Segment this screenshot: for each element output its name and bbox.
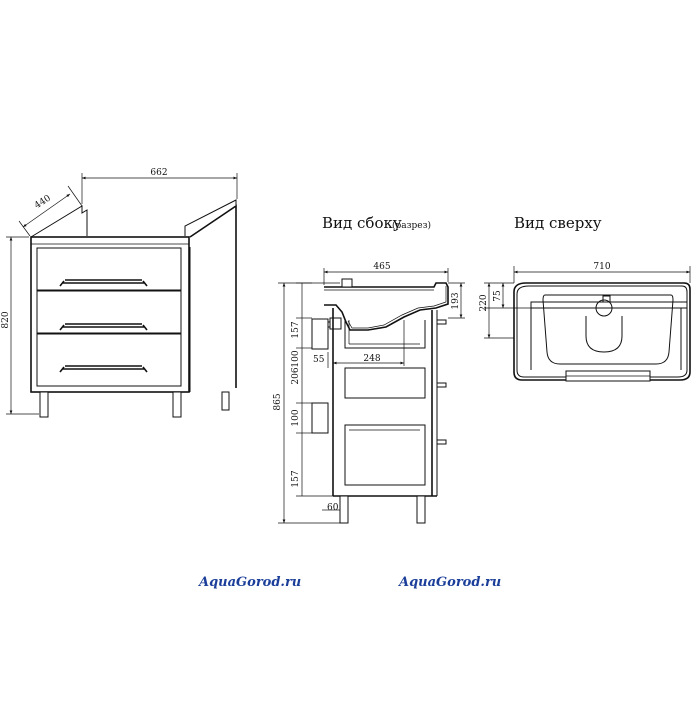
dim-side-drawer-top: 157 xyxy=(291,321,301,338)
dim-side-pipe-upper: 100 xyxy=(291,350,301,367)
dim-front-depth: 440 xyxy=(33,193,53,211)
dim-side-drawer-bottom: 157 xyxy=(291,470,301,487)
side-view: Вид сбоку (разрез) xyxy=(273,214,465,524)
dim-side-top: 193 xyxy=(451,292,461,309)
drawer-top xyxy=(36,247,182,291)
cabinet-legs xyxy=(39,391,230,418)
countertop-outline xyxy=(513,282,691,381)
front-view: 662 440 820 xyxy=(1,168,238,418)
dim-side-inner-depth: 248 xyxy=(363,354,380,364)
dim-top-depth: 220 xyxy=(479,294,489,311)
dim-side-drawer-mid: 206 xyxy=(291,367,301,384)
dim-side-pipe-offset: 55 xyxy=(313,355,325,365)
dim-front-width: 662 xyxy=(150,168,167,178)
side-drawer-middle xyxy=(344,367,426,399)
dim-side-leg-offset: 60 xyxy=(327,503,339,513)
basin-bowl xyxy=(542,294,674,365)
side-view-caption: Вид сбоку xyxy=(322,214,402,232)
side-view-caption-note: (разрез) xyxy=(392,220,431,231)
watermark-left: AquaGorod.ru xyxy=(197,575,301,590)
dim-top-edge: 75 xyxy=(493,290,503,302)
side-drawer-bottom xyxy=(344,424,426,486)
top-view-caption: Вид сверху xyxy=(514,214,602,232)
watermark-right: AquaGorod.ru xyxy=(397,575,501,590)
dim-top-width: 710 xyxy=(593,262,610,272)
drawer-middle xyxy=(36,290,182,334)
drawer-bottom xyxy=(36,333,182,387)
top-view: Вид сверху 710 220 75 xyxy=(479,214,691,382)
dim-side-total-height: 865 xyxy=(273,393,283,410)
drawer-handles xyxy=(59,279,148,373)
dim-side-depth: 465 xyxy=(373,262,390,272)
dim-front-height: 820 xyxy=(1,311,11,328)
dim-side-pipe-lower: 100 xyxy=(291,409,301,426)
cabinet-front xyxy=(30,236,190,393)
